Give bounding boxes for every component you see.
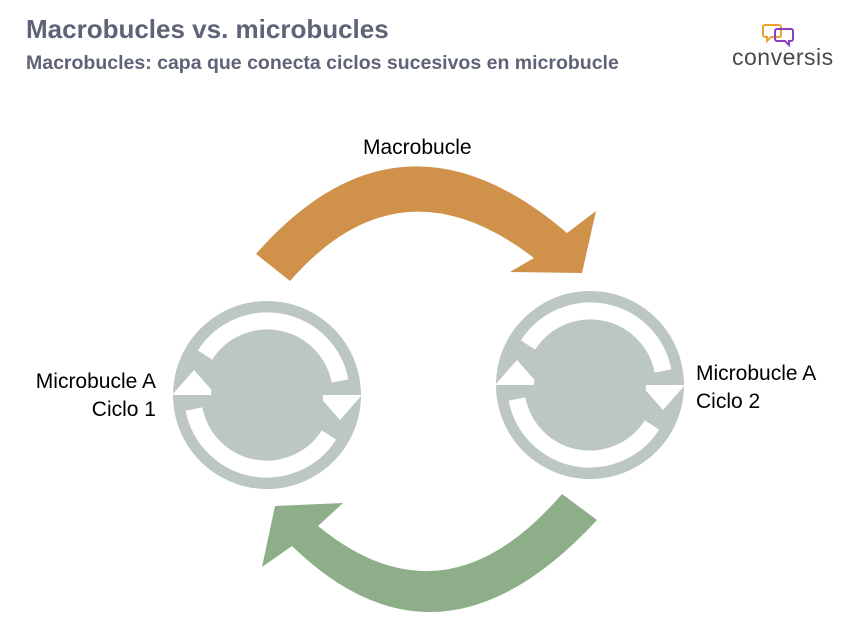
left-cycle-label: Microbucle A Ciclo 1 bbox=[16, 368, 156, 424]
slide-subtitle: Macrobucles: capa que conecta ciclos suc… bbox=[26, 52, 619, 74]
return-arrow bbox=[262, 494, 597, 613]
right-cycle-icon bbox=[495, 291, 685, 479]
slide-title: Macrobucles vs. microbucles bbox=[26, 14, 389, 44]
conversis-logo: conversis bbox=[732, 22, 842, 72]
logo-text: conversis bbox=[732, 44, 834, 70]
macrobucle-label: Macrobucle bbox=[363, 136, 472, 159]
right-cycle-label: Microbucle A Ciclo 2 bbox=[696, 360, 816, 416]
chat-bubbles-icon bbox=[762, 24, 794, 48]
left-cycle-icon bbox=[172, 301, 362, 489]
macrobucle-arrow bbox=[256, 166, 596, 281]
right-cycle-line1: Microbucle A bbox=[696, 362, 817, 385]
right-cycle-line2: Ciclo 2 bbox=[696, 390, 761, 413]
left-cycle-line2: Ciclo 1 bbox=[91, 398, 156, 421]
left-cycle-line1: Microbucle A bbox=[35, 370, 156, 393]
